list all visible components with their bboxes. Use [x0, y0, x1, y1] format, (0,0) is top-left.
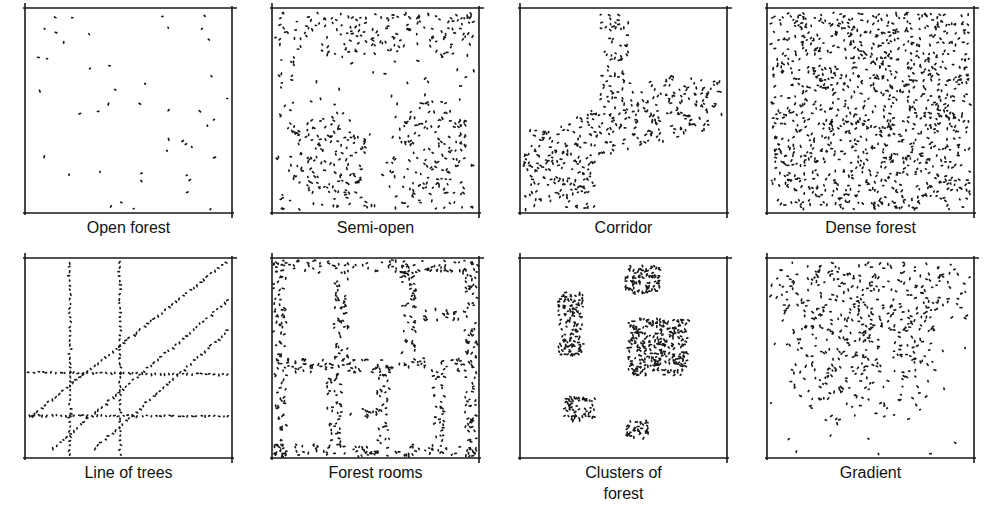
tree-dots	[28, 262, 229, 456]
panel-caption: Semi-open	[272, 217, 479, 238]
panel-frame	[23, 253, 237, 463]
panel-frame	[518, 253, 732, 463]
pattern-panel: Dense forest	[767, 8, 974, 244]
panel-frame	[765, 253, 979, 463]
tree-dots	[558, 265, 690, 439]
panel-caption: Clusters of forest	[569, 462, 679, 504]
panel-frame	[765, 3, 979, 218]
forest-panel	[23, 253, 237, 463]
panel-frame	[23, 3, 237, 218]
tree-dots	[275, 12, 474, 210]
forest-panel	[23, 3, 237, 218]
tree-dots	[38, 16, 228, 210]
panel-caption: Open forest	[25, 217, 232, 238]
tree-dots	[770, 262, 970, 454]
forest-panel	[270, 3, 484, 218]
pattern-panel: Gradient	[767, 258, 974, 489]
pattern-panel: Forest rooms	[272, 258, 479, 489]
tree-dots	[770, 12, 971, 210]
panel-caption: Gradient	[767, 462, 974, 483]
pattern-panel: Line of trees	[25, 258, 232, 489]
forest-panel	[518, 253, 732, 463]
panel-frame	[270, 3, 484, 218]
tree-dots	[273, 260, 478, 457]
panel-caption: Dense forest	[767, 217, 974, 238]
pattern-panel: Open forest	[25, 8, 232, 244]
forest-panel	[765, 3, 979, 218]
panel-frame	[270, 253, 484, 463]
panel-caption: Forest rooms	[272, 462, 479, 483]
forest-panel	[270, 253, 484, 463]
pattern-panel: Semi-open	[272, 8, 479, 244]
forest-panel	[518, 3, 732, 218]
panel-caption: Corridor	[520, 217, 727, 238]
forest-panel	[765, 253, 979, 463]
pattern-panel: Clusters of forest	[520, 258, 727, 510]
panel-caption: Line of trees	[25, 462, 232, 483]
tree-dots	[523, 15, 721, 211]
pattern-panel: Corridor	[520, 8, 727, 244]
panel-frame	[518, 3, 732, 218]
